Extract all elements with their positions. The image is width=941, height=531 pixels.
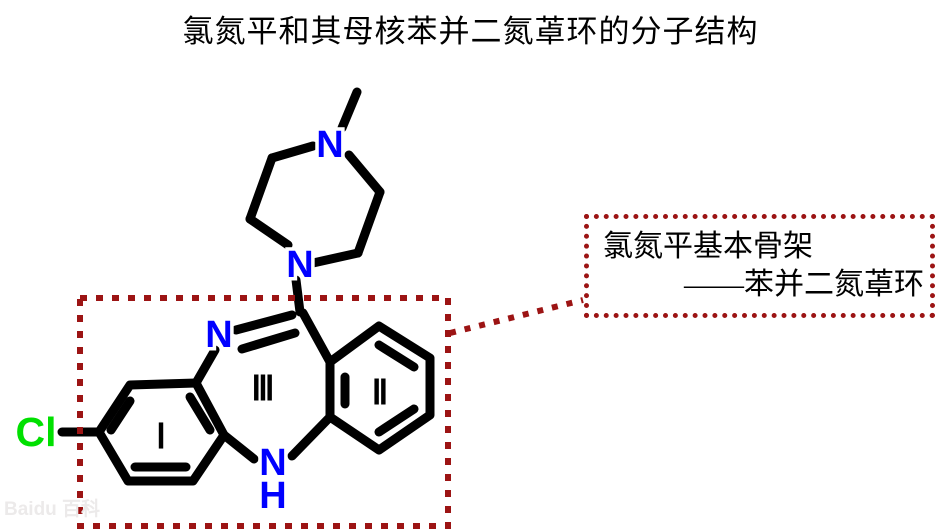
piperazine-bond-2 — [245, 153, 277, 224]
piperazine-n-top-label: N — [316, 124, 343, 166]
ring-one-double-1 — [106, 396, 135, 435]
imine-bond-outer — [231, 310, 297, 335]
imine-double-bond-inner — [237, 328, 300, 354]
annotation-line-one: 氯氮平基本骨架 — [603, 230, 813, 263]
ring-one-aromatic-lines — [106, 392, 215, 472]
ring-three-bonds — [191, 308, 335, 464]
benzene-ring-two — [325, 321, 435, 455]
amine-to-ring-two-bond — [287, 412, 335, 461]
ring-one-to-amine-bond — [219, 430, 259, 464]
amine-hydrogen-label: H — [259, 475, 286, 517]
ring-three-index: Ⅲ — [251, 371, 274, 408]
ring-two-double-2 — [374, 340, 419, 372]
piperazine-bond-3 — [245, 214, 293, 250]
baidu-watermark: Baidu 百科 — [4, 499, 101, 520]
atom-labels: N N N N H Cl — [12, 121, 347, 521]
imine-nitrogen-label: N — [205, 314, 232, 356]
piperazine-ring-bonds — [245, 87, 385, 317]
amine-nitrogen-label: N — [259, 442, 286, 484]
benzene-ring-one — [94, 378, 229, 486]
annotation-callout-box: 氯氮平基本骨架 ——苯并二氮䓬环 — [584, 214, 935, 318]
core-to-ring-two-bond — [298, 308, 335, 367]
chlorine-label: Cl — [16, 409, 57, 455]
ring-two-aromatic-lines — [340, 340, 419, 437]
imine-to-ring-one-bond — [191, 345, 220, 388]
core-highlight-box — [77, 295, 451, 529]
n-methyl-bond — [337, 87, 362, 133]
ring-two-double-3 — [374, 404, 419, 437]
ring-two-index: Ⅱ — [372, 375, 389, 412]
ring-index-labels: Ⅰ Ⅱ Ⅲ — [156, 371, 388, 456]
piperazine-to-core-bond — [291, 275, 305, 317]
ring-one-double-2 — [185, 392, 215, 435]
piperazine-bond-4 — [308, 248, 363, 268]
annotation-text-container: 氯氮平基本骨架 ——苯并二氮䓬环 — [589, 219, 930, 313]
piperazine-bond-5 — [353, 187, 385, 258]
ring-one-index: Ⅰ — [156, 419, 166, 456]
piperazine-bond-1 — [267, 141, 318, 163]
piperazine-n-bottom-label: N — [286, 244, 313, 286]
annotation-leader-line — [449, 297, 584, 336]
piperazine-bond-6 — [344, 150, 385, 197]
annotation-line-two: ——苯并二氮䓬环 — [684, 268, 924, 301]
page-title: 氯氮平和其母核苯并二氮䓬环的分子结构 — [182, 14, 759, 49]
